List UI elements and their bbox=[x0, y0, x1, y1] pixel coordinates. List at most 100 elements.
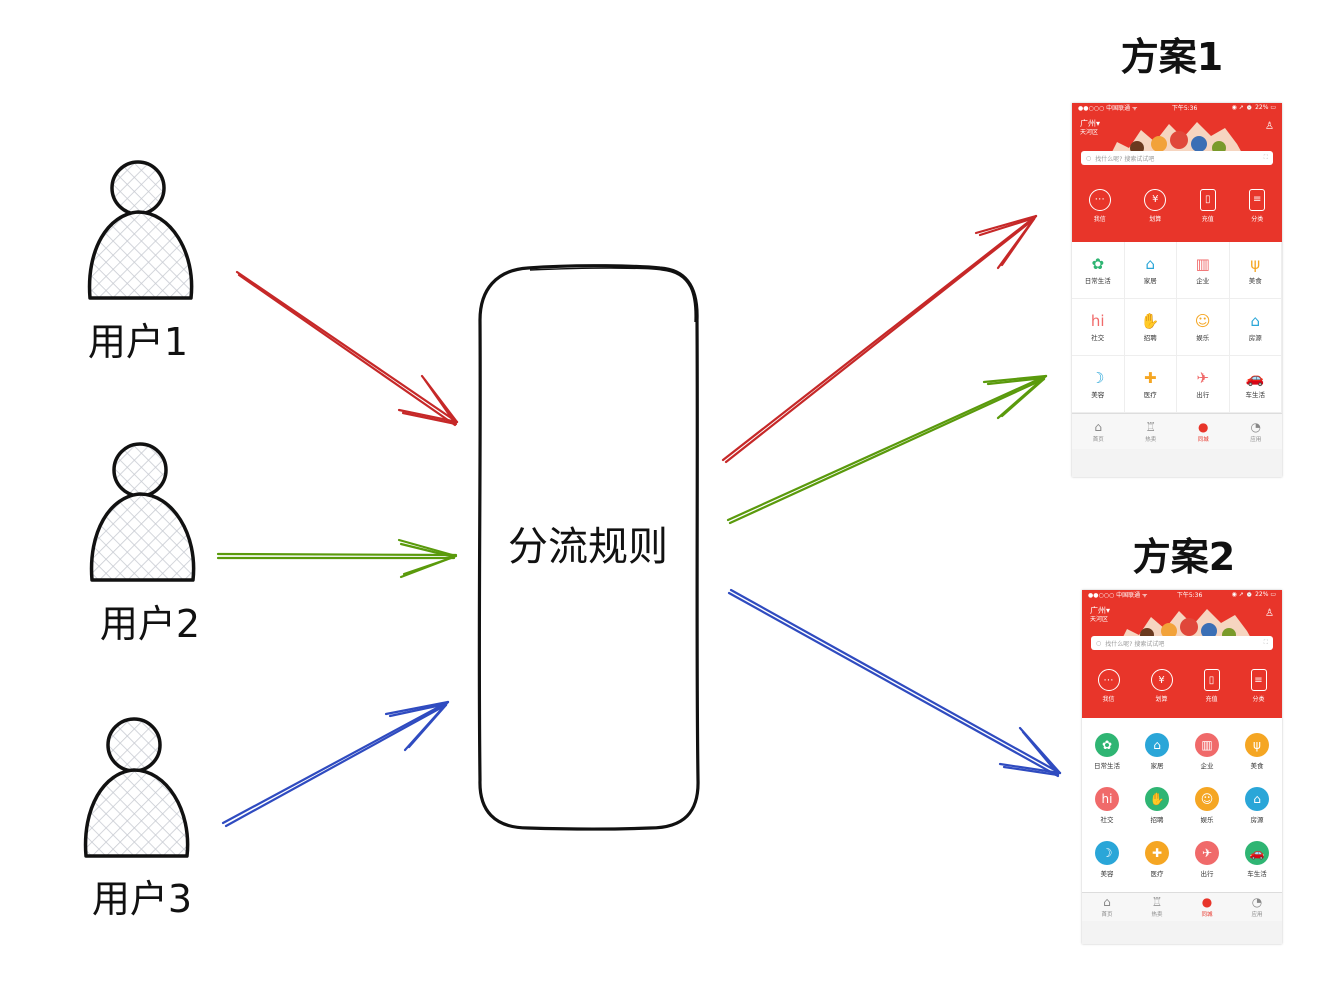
category-label: 招聘 bbox=[1150, 815, 1164, 824]
user-label: 用户1 bbox=[88, 320, 188, 364]
category-item[interactable]: ✿日常生活 bbox=[1072, 242, 1125, 299]
sofa-icon: ⌂ bbox=[1145, 254, 1156, 273]
carrier-text: ●●○○○ 中国联通 ᯤ bbox=[1088, 592, 1148, 599]
carrier-text: ●●○○○ 中国联通 ᯤ bbox=[1078, 105, 1138, 112]
list-icon: ≡ bbox=[1250, 669, 1267, 691]
tab-trophy[interactable]: ♖热卖 bbox=[1145, 420, 1156, 443]
scan-icon[interactable]: ⛶ bbox=[1263, 639, 1268, 646]
face-icon: ☽ bbox=[1095, 840, 1119, 865]
tab-label: 同城 bbox=[1197, 436, 1209, 443]
tab-clock[interactable]: ◔ 应用 bbox=[1251, 895, 1263, 919]
category-label: 房源 bbox=[1250, 815, 1264, 824]
category-label: 车生活 bbox=[1245, 390, 1266, 399]
search-input[interactable]: ○ 找什么呢? 搜索试试吧 ⛶ bbox=[1081, 151, 1273, 165]
category-item[interactable]: ☽美容 bbox=[1082, 832, 1132, 886]
category-label: 美食 bbox=[1250, 761, 1264, 770]
top-nav-item[interactable]: ▯ 充值 bbox=[1203, 669, 1220, 703]
category-item[interactable]: 🚗车生活 bbox=[1232, 832, 1282, 886]
scan-icon[interactable]: ⛶ bbox=[1263, 154, 1268, 161]
top-nav-item[interactable]: ¥划算 bbox=[1144, 188, 1167, 223]
top-nav-item[interactable]: ¥划算 bbox=[1150, 669, 1173, 703]
tab-home[interactable]: ⌂首页 bbox=[1093, 419, 1104, 443]
header-banner: 广州▾ 天河区 ♙ ○ 找什么呢? 搜索试试吧 ⛶ bbox=[1072, 112, 1282, 169]
category-item[interactable]: ⌂房源 bbox=[1229, 299, 1282, 356]
city-selector[interactable]: 广州▾ 天河区 bbox=[1090, 606, 1111, 623]
category-item[interactable]: ⌂房源 bbox=[1232, 778, 1282, 832]
category-item[interactable]: ⌂家居 bbox=[1124, 242, 1177, 299]
category-item[interactable]: ✋招聘 bbox=[1132, 778, 1182, 832]
home-icon: ⌂ bbox=[1103, 895, 1111, 909]
category-label: 美容 bbox=[1091, 390, 1105, 399]
tab-label: 首页 bbox=[1101, 912, 1113, 918]
category-item[interactable]: 🚗车生活 bbox=[1229, 356, 1282, 413]
top-nav-label: 充值 bbox=[1205, 696, 1218, 703]
home-icon: ⌂ bbox=[1094, 419, 1103, 434]
top-nav-item[interactable]: ≡分类 bbox=[1249, 188, 1266, 223]
plan-1-screenshot: ●●○○○ 中国联通 ᯤ 下午5:36 ◉ ➚ ⏰ 22% ▭ 广州▾ 天河区 … bbox=[1072, 103, 1282, 477]
top-nav-label: 充值 bbox=[1201, 215, 1214, 223]
top-nav: ⋯我信 ¥划算 ▯充值 ≡分类 bbox=[1072, 169, 1282, 242]
profile-icon[interactable]: ♙ bbox=[1265, 608, 1274, 619]
yuan-icon: ¥ bbox=[1144, 188, 1167, 211]
house-icon: ⌂ bbox=[1250, 311, 1261, 330]
chat-icon: ⋯ bbox=[1097, 669, 1120, 691]
category-item[interactable]: ✋招聘 bbox=[1124, 299, 1177, 356]
top-nav-label: 分类 bbox=[1252, 696, 1265, 703]
battery-text: ◉ ➚ ⏰ 22% ▭ bbox=[1231, 591, 1276, 598]
building-icon: ▥ bbox=[1195, 254, 1210, 273]
arrow-user1-to-router bbox=[235, 270, 459, 427]
user-1: 用户1 bbox=[87, 160, 194, 364]
plan-2-screenshot: ●●○○○ 中国联通 ᯤ 下午5:36 ◉ ➚ ⏰ 22% ▭ 广州▾ 天河区 … bbox=[1082, 590, 1282, 944]
category-label: 社交 bbox=[1100, 815, 1114, 824]
category-item[interactable]: ▥企业 bbox=[1177, 242, 1230, 299]
clock-icon: ◔ bbox=[1251, 895, 1263, 909]
tab-clock[interactable]: ◔应用 bbox=[1250, 420, 1261, 443]
clover-icon: ✿ bbox=[1095, 732, 1119, 757]
fork-knife-icon: ψ bbox=[1245, 732, 1269, 757]
city-selector[interactable]: 广州▾ 天河区 bbox=[1080, 119, 1101, 136]
category-item[interactable]: ▥企业 bbox=[1182, 724, 1232, 778]
phone-icon: ▯ bbox=[1203, 669, 1220, 691]
category-item[interactable]: ☺娱乐 bbox=[1182, 778, 1232, 832]
plan-2-title: 方案2 bbox=[1133, 535, 1235, 579]
category-item[interactable]: ✈出行 bbox=[1177, 356, 1230, 413]
category-item[interactable]: ⌂家居 bbox=[1132, 724, 1182, 778]
category-item[interactable]: hi 社交 bbox=[1072, 299, 1125, 356]
top-nav-item[interactable]: ⋯我信 bbox=[1097, 669, 1120, 703]
search-icon: ○ bbox=[1096, 639, 1102, 647]
tab-home[interactable]: ⌂ 首页 bbox=[1101, 895, 1113, 919]
clipboard-icon: ✚ bbox=[1143, 368, 1157, 387]
profile-icon[interactable]: ♙ bbox=[1265, 121, 1274, 132]
category-label: 日常生活 bbox=[1094, 761, 1120, 770]
category-item[interactable]: ☽美容 bbox=[1072, 356, 1125, 413]
category-item[interactable]: ✿ 日常生活 bbox=[1082, 724, 1132, 778]
car-icon: 🚗 bbox=[1245, 840, 1269, 865]
category-item[interactable]: ✈出行 bbox=[1182, 832, 1232, 886]
tab-location[interactable]: ●同城 bbox=[1201, 896, 1212, 919]
tab-trophy[interactable]: ♖热卖 bbox=[1151, 896, 1163, 919]
hi-bubble-icon: hi bbox=[1090, 311, 1105, 330]
category-label: 娱乐 bbox=[1200, 815, 1214, 824]
category-item[interactable]: ψ 美食 bbox=[1232, 724, 1282, 778]
search-input[interactable]: ○ 找什么呢? 搜索试试吧 ⛶ bbox=[1091, 636, 1273, 650]
arrow-user3-to-router bbox=[221, 700, 450, 828]
routing-rule-box: 分流规则 bbox=[477, 264, 700, 831]
top-nav-item[interactable]: ▯充值 bbox=[1199, 188, 1216, 223]
category-item[interactable]: ✚医疗 bbox=[1132, 832, 1182, 886]
category-item[interactable]: ✚医疗 bbox=[1124, 356, 1177, 413]
fork-knife-icon: ψ bbox=[1250, 254, 1261, 273]
chat-icon: ⋯ bbox=[1088, 188, 1111, 211]
tab-location[interactable]: ●同城 bbox=[1197, 420, 1209, 443]
tab-bar: ⌂ 首页 ♖热卖 ●同城 ◔ 应用 bbox=[1082, 892, 1282, 921]
tab-label: 应用 bbox=[1251, 912, 1263, 918]
top-nav-item[interactable]: ≡ 分类 bbox=[1250, 669, 1267, 703]
category-item[interactable]: ☺娱乐 bbox=[1177, 299, 1230, 356]
tab-label: 热卖 bbox=[1151, 912, 1163, 918]
top-nav-item[interactable]: ⋯我信 bbox=[1088, 188, 1111, 223]
handshake-icon: ✋ bbox=[1140, 311, 1160, 330]
category-label: 社交 bbox=[1091, 333, 1105, 342]
